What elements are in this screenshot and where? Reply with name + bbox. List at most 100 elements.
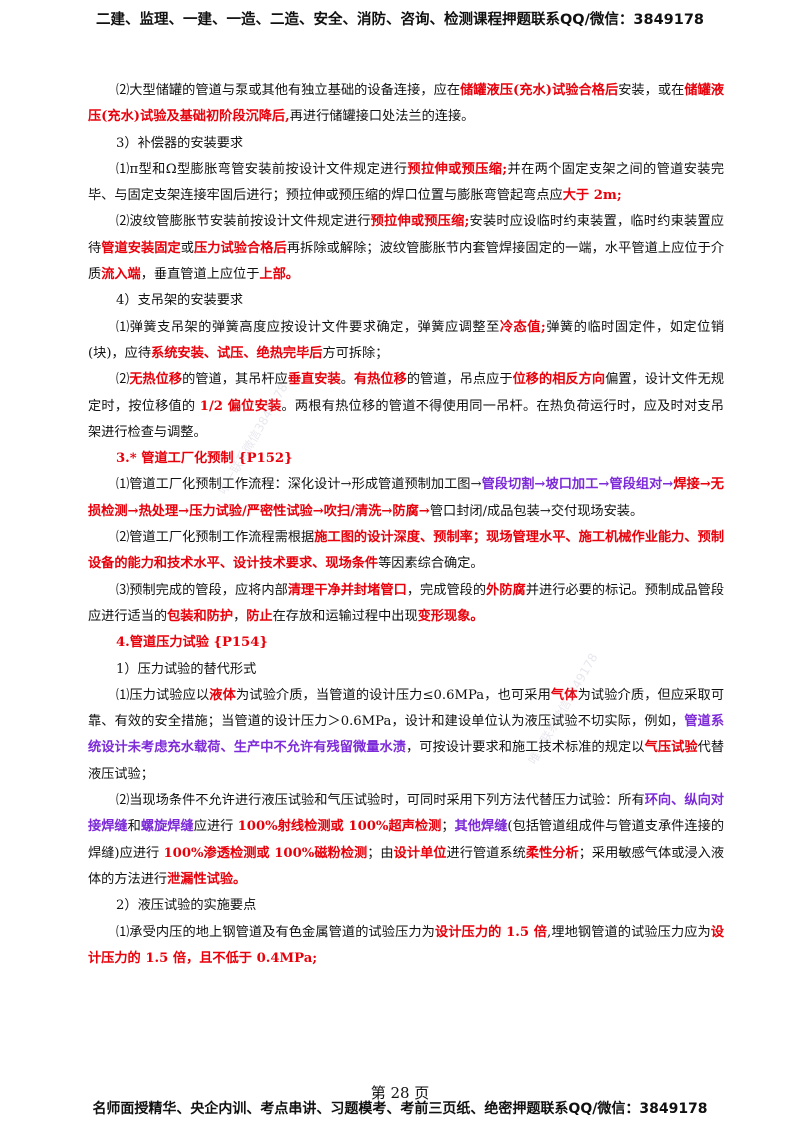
highlight-red: 气压试验	[644, 740, 698, 756]
paragraph: ⑶预制完成的管段，应将内部清理干净并封堵管口，完成管段的外防腐并进行必要的标记。…	[88, 578, 724, 631]
highlight-red: 防止	[246, 608, 273, 624]
text-run: 安装，或在	[618, 83, 685, 98]
paragraph: ⑵大型储罐的管道与泵或其他有独立基础的设备连接，应在储罐液压(充水)试验合格后安…	[88, 78, 724, 131]
text-run: 应进行	[193, 819, 238, 835]
text-run: 并进行必要的标记。预制成品管段应进行适当的	[88, 582, 725, 624]
text-run: 的管道，吊点应于	[406, 372, 513, 388]
text-run: ，垂直管道上应位于	[140, 267, 260, 283]
highlight-red: 焊接→无损检测→热处理→压力试验/严密性试验→吹扫/清洗→防腐→	[88, 477, 724, 519]
highlight-red: 预拉伸或预压缩;	[370, 214, 470, 230]
highlight-red: 上部。	[259, 267, 299, 283]
highlight-red: 液体	[209, 687, 236, 703]
text-run: ⑵管道工厂化预制工作流程需根据	[116, 530, 315, 546]
paragraph: 4）支吊架的安装要求	[88, 288, 724, 314]
highlight-red: 清理干净并封堵管口	[287, 582, 407, 598]
highlight-red: 无热位移	[129, 372, 183, 388]
text-run: ⑴承受内压的地上钢管道及有色金属管道的试验压力为	[116, 924, 435, 940]
paragraph: ⑵管道工厂化预制工作流程需根据施工图的设计深度、预制率；现场管理水平、施工机械作…	[88, 525, 724, 578]
paragraph: ⑴管道工厂化预制工作流程：深化设计→形成管道预制加工图→管段切割→坡口加工→管段…	[88, 472, 724, 525]
highlight-red: 3.* 管道工厂化预制 {P152}	[116, 451, 293, 467]
highlight-red: 有热位移	[353, 372, 407, 388]
highlight-purple: 其他焊缝	[454, 819, 508, 835]
highlight-red: 包装和防护	[167, 608, 234, 624]
highlight-red: 压力试验合格后	[194, 240, 287, 256]
highlight-red: 泄漏性试验。	[167, 871, 247, 887]
section-heading: 3.* 管道工厂化预制 {P152}	[88, 446, 724, 472]
highlight-red: 柔性分析	[525, 845, 579, 861]
text-run: 代替液压试验；	[88, 740, 725, 782]
text-run: ，可按设计要求和施工技术标准的规定以	[406, 740, 645, 756]
text-run: 4）支吊架的安装要求	[116, 293, 244, 309]
text-run: 等因素综合确定。	[378, 556, 484, 572]
highlight-red: 气体	[550, 687, 578, 703]
paragraph: ⑴弹簧支吊架的弹簧高度应按设计文件要求确定，弹簧应调整至冷态值;弹簧的临时固定件…	[88, 315, 724, 368]
text-run: 再进行储罐接口处法兰的连接。	[289, 109, 475, 125]
page-header: 二建、监理、一建、一造、二造、安全、消防、咨询、检测课程押题联系QQ/微信：38…	[95, 12, 705, 28]
paragraph: ⑴压力试验应以液体为试验介质，当管道的设计压力≤0.6MPa，也可采用气体为试验…	[88, 683, 724, 788]
text-run: 为试验介质，但应采取可靠、有效的安全措施；当管道的设计压力＞0.6MPa，设计和…	[88, 687, 725, 730]
page-number: 第 28 页	[370, 1084, 430, 1102]
text-run: ⑵大型储罐的管道与泵或其他有独立基础的设备连接，应在	[116, 83, 461, 98]
text-run: 2）液压试验的实施要点	[116, 898, 257, 914]
highlight-red: 1/2 偏位安装	[199, 398, 282, 414]
text-run: 并在两个固定支架之间的管道安装完毕、与固定支架连接牢固后进行；预拉伸或预压缩的焊…	[88, 161, 725, 204]
highlight-red: 100%渗透检测或 100%磁粉检测	[163, 845, 368, 861]
highlight-red: 4.管道压力试验 {P154}	[116, 635, 268, 651]
text-run: ；	[441, 819, 455, 835]
text-run: 。两根有热位移的管道不得使用同一吊杆。在热负荷运行时，应及时对支吊架进行检查与调…	[88, 398, 724, 440]
text-run: ⑶预制完成的管段，应将内部	[116, 582, 288, 598]
text-run: ⑴π型和Ω型膨胀弯管安装前按设计文件规定进行	[116, 161, 408, 177]
highlight-red: 位移的相反方向	[512, 372, 606, 388]
text-run: ⑴管道工厂化预制工作流程：深化设计→形成管道预制加工图→	[116, 477, 482, 493]
highlight-red: 外防腐	[486, 582, 526, 598]
highlight-red: 100%射线检测或 100%超声检测	[237, 819, 442, 835]
highlight-purple: 管道系统设计未考虑充水载荷、生产中不允许有残留微量水渍	[88, 714, 725, 756]
text-run: 管口封闭/成品包装→交付现场安装。	[429, 503, 644, 519]
text-run: ⑵	[116, 372, 130, 388]
paragraph: ⑵无热位移的管道，其吊杆应垂直安装。有热位移的管道，吊点应于位移的相反方向偏置，…	[88, 367, 724, 446]
highlight-red: 大于 2m;	[562, 188, 622, 204]
text-run: ⑵当现场条件不允许进行液压试验和气压试验时，可同时采用下列方法代替压力试验：所有	[116, 793, 645, 809]
highlight-red: 垂直安装	[287, 372, 341, 388]
text-run: 3）补偿器的安装要求	[116, 135, 244, 151]
paragraph: ⑴承受内压的地上钢管道及有色金属管道的试验压力为设计压力的 1.5 倍,埋地钢管…	[88, 920, 724, 973]
highlight-red: 储罐液压(充水)试验合格后	[460, 83, 619, 98]
highlight-red: 设计压力的 1.5 倍	[434, 924, 548, 940]
highlight-red: 施工图的设计深度、预制率；现场管理水平、施工机械作业能力、预制设备的能力和技术水…	[88, 530, 725, 572]
text-run: 在存放和运输过程中出现	[272, 608, 418, 624]
highlight-red: 变形现象。	[417, 608, 484, 624]
text-run: ⑵波纹管膨胀节安装前按设计文件规定进行	[116, 214, 371, 230]
section-heading: 4.管道压力试验 {P154}	[88, 630, 724, 656]
text-run: 再拆除或解除；波纹管膨胀节内套管焊接固定的一端，水平管道上应位于介质	[88, 240, 725, 283]
text-run: 1）压力试验的替代形式	[116, 661, 257, 677]
text-run: ⑴弹簧支吊架的弹簧高度应按设计文件要求确定，弹簧应调整至	[116, 319, 500, 335]
highlight-red: 管道安装固定	[101, 240, 181, 256]
text-run: ；采用敏感气体或浸入液体的方法进行	[88, 845, 725, 887]
highlight-purple: 螺旋焊缝	[140, 819, 194, 835]
paragraph: 1）压力试验的替代形式	[88, 657, 724, 683]
paragraph: 2）液压试验的实施要点	[88, 893, 724, 919]
highlight-purple: 环向、纵向对接焊缝	[88, 793, 724, 835]
text-run: (包括管道组成件与管道支承件连接的焊缝)应进行	[88, 819, 725, 861]
text-run: 和	[127, 819, 141, 835]
highlight-red: 冷态值;	[499, 319, 546, 335]
paragraph: ⑵当现场条件不允许进行液压试验和气压试验时，可同时采用下列方法代替压力试验：所有…	[88, 788, 724, 893]
text-run: 安装时应设临时约束装置，临时约束装置应待	[88, 214, 724, 256]
text-run: 或	[180, 240, 195, 256]
text-run: 。	[340, 372, 354, 388]
text-run: 的管道，其吊杆应	[182, 372, 288, 388]
highlight-red: 预拉伸或预压缩;	[407, 161, 508, 177]
highlight-purple: 管段切割→坡口加工→管段组对→	[481, 477, 674, 493]
text-run: ,埋地钢管道的试验压力应为	[547, 924, 711, 940]
text-run: ⑴压力试验应以	[116, 687, 210, 703]
page-footer: 名师面授精华、央企内训、考点串讲、习题模考、考前三页纸、绝密押题联系QQ/微信：…	[92, 1101, 708, 1117]
highlight-red: 储罐液压(充水)试验及基础初阶段沉降后,	[88, 83, 725, 125]
text-run: 偏置，设计文件无规定时，按位移值的	[88, 372, 725, 414]
text-run: 为试验介质，当管道的设计压力≤0.6MPa，也可采用	[235, 687, 551, 703]
paragraph: ⑴π型和Ω型膨胀弯管安装前按设计文件规定进行预拉伸或预压缩;并在两个固定支架之间…	[88, 157, 724, 210]
text-run: ；由	[367, 845, 394, 861]
highlight-red: 设计压力的 1.5 倍，且不低于 0.4MPa;	[88, 924, 725, 966]
document-body: ⑵大型储罐的管道与泵或其他有独立基础的设备连接，应在储罐液压(充水)试验合格后安…	[88, 78, 724, 972]
highlight-red: 流入端	[101, 267, 141, 283]
text-run: ，完成管段的	[406, 582, 487, 598]
